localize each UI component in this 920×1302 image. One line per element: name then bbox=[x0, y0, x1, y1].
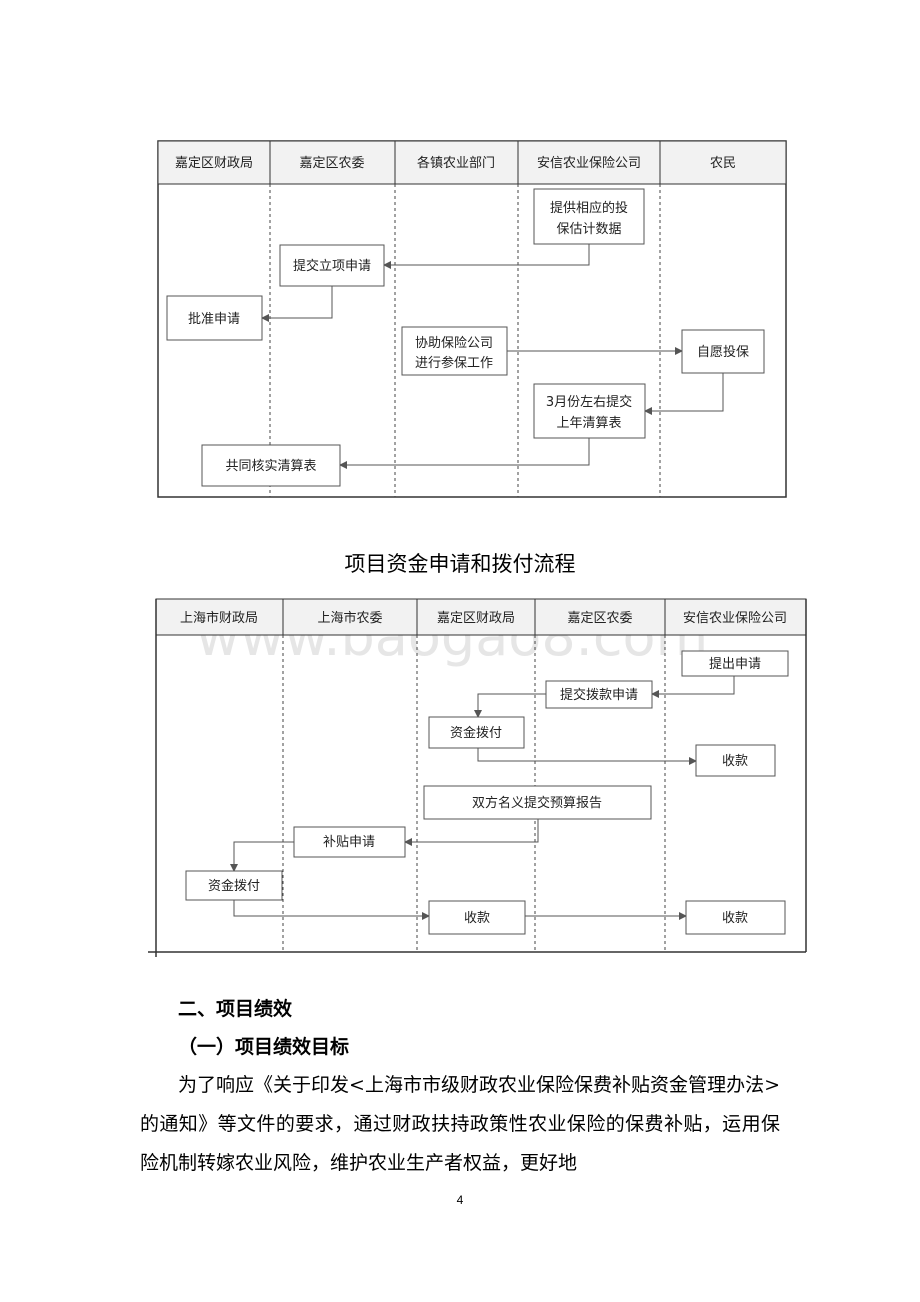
box-receive-3 bbox=[685, 900, 786, 935]
flowchart1-header-band bbox=[157, 140, 787, 185]
lane-header: 嘉定区农委 bbox=[567, 611, 632, 626]
flow-arrow bbox=[233, 900, 430, 920]
flowchart-premium-application: 嘉定区财政局 嘉定区农委 各镇农业部门 安信农业保险公司 农民 提供相应的投 保… bbox=[157, 140, 787, 498]
box-march-submit-line1: 3月份左右提交 bbox=[546, 394, 632, 410]
box-approve bbox=[166, 295, 263, 341]
lane-header: 上海市财政局 bbox=[180, 610, 258, 626]
box-assist bbox=[401, 326, 508, 376]
flowcharts: 嘉定区财政局 嘉定区农委 各镇农业部门 安信农业保险公司 农民 提供相应的投 保… bbox=[148, 140, 807, 957]
box-provide-data-line2: 保估计数据 bbox=[556, 222, 621, 237]
box-receive-1-label: 收款 bbox=[722, 754, 748, 769]
lane-header: 嘉定区农委 bbox=[299, 156, 364, 171]
box-receive-1 bbox=[695, 744, 776, 777]
box-fund-allocation-1 bbox=[428, 716, 525, 749]
box-provide-data bbox=[533, 188, 645, 245]
flow-arrow bbox=[261, 286, 333, 322]
body-paragraph: 为了响应《关于印发<上海市市级财政农业保险保费补贴资金管理办法>的通知》等文件的… bbox=[140, 1074, 780, 1174]
box-verify-label: 共同核实清算表 bbox=[225, 459, 316, 474]
figure-caption: 项目资金申请和拨付流程 bbox=[344, 552, 576, 576]
flowchart-fund-allocation: 上海市财政局 上海市农委 嘉定区财政局 嘉定区农委 安信农业保险公司 提出申请 … bbox=[148, 598, 807, 957]
flow-arrow bbox=[339, 438, 590, 469]
box-march-submit-line2: 上年清算表 bbox=[556, 416, 621, 431]
box-voluntary-label: 自愿投保 bbox=[697, 344, 749, 360]
flowchart2-header-band bbox=[155, 598, 807, 636]
box-fund-allocation-2-label: 资金拨付 bbox=[208, 878, 260, 894]
box-propose bbox=[681, 650, 789, 677]
box-subsidy-apply bbox=[293, 826, 406, 858]
section-heading: 二、项目绩效 bbox=[178, 998, 293, 1020]
subsection-heading: （一）项目绩效目标 bbox=[178, 1036, 350, 1058]
box-voluntary bbox=[681, 329, 765, 374]
box-subsidy-apply-label: 补贴申请 bbox=[323, 835, 375, 850]
box-fund-allocation-2 bbox=[185, 870, 283, 901]
flow-arrow bbox=[474, 693, 546, 718]
flow-arrow bbox=[383, 244, 590, 269]
flow-arrow bbox=[644, 373, 724, 415]
box-budget-report-label: 双方名义提交预算报告 bbox=[472, 795, 602, 811]
flow-arrow bbox=[651, 676, 735, 698]
lane-header: 安信农业保险公司 bbox=[537, 156, 641, 171]
lane-header: 安信农业保险公司 bbox=[683, 611, 787, 626]
box-submit-project-label: 提交立项申请 bbox=[293, 258, 371, 274]
box-verify bbox=[201, 444, 341, 487]
lane-header: 各镇农业部门 bbox=[417, 155, 495, 171]
box-budget-report bbox=[423, 785, 652, 820]
box-propose-label: 提出申请 bbox=[709, 656, 761, 672]
box-march-submit bbox=[533, 383, 646, 439]
box-provide-data-line1: 提供相应的投 bbox=[550, 200, 628, 216]
lane-header: 嘉定区财政局 bbox=[437, 611, 515, 626]
flow-arrow bbox=[404, 819, 539, 846]
box-receive-2-label: 收款 bbox=[464, 911, 490, 926]
box-approve-label: 批准申请 bbox=[188, 312, 240, 327]
box-assist-line1: 协助保险公司 bbox=[415, 336, 493, 351]
box-assist-line2: 进行参保工作 bbox=[415, 355, 493, 371]
lane-header: 农民 bbox=[710, 156, 736, 171]
flow-arrow bbox=[477, 748, 697, 765]
lane-header: 上海市农委 bbox=[317, 610, 382, 626]
box-fund-allocation-1-label: 资金拨付 bbox=[450, 725, 502, 741]
flow-arrow bbox=[230, 841, 294, 872]
box-receive-3-label: 收款 bbox=[722, 911, 748, 926]
page-number: 4 bbox=[456, 1193, 464, 1207]
lane-header: 嘉定区财政局 bbox=[175, 156, 253, 171]
box-submit-allocation bbox=[545, 680, 653, 709]
box-receive-2 bbox=[428, 900, 526, 935]
box-submit-allocation-label: 提交拨款申请 bbox=[560, 687, 638, 703]
box-submit-project bbox=[279, 244, 385, 287]
